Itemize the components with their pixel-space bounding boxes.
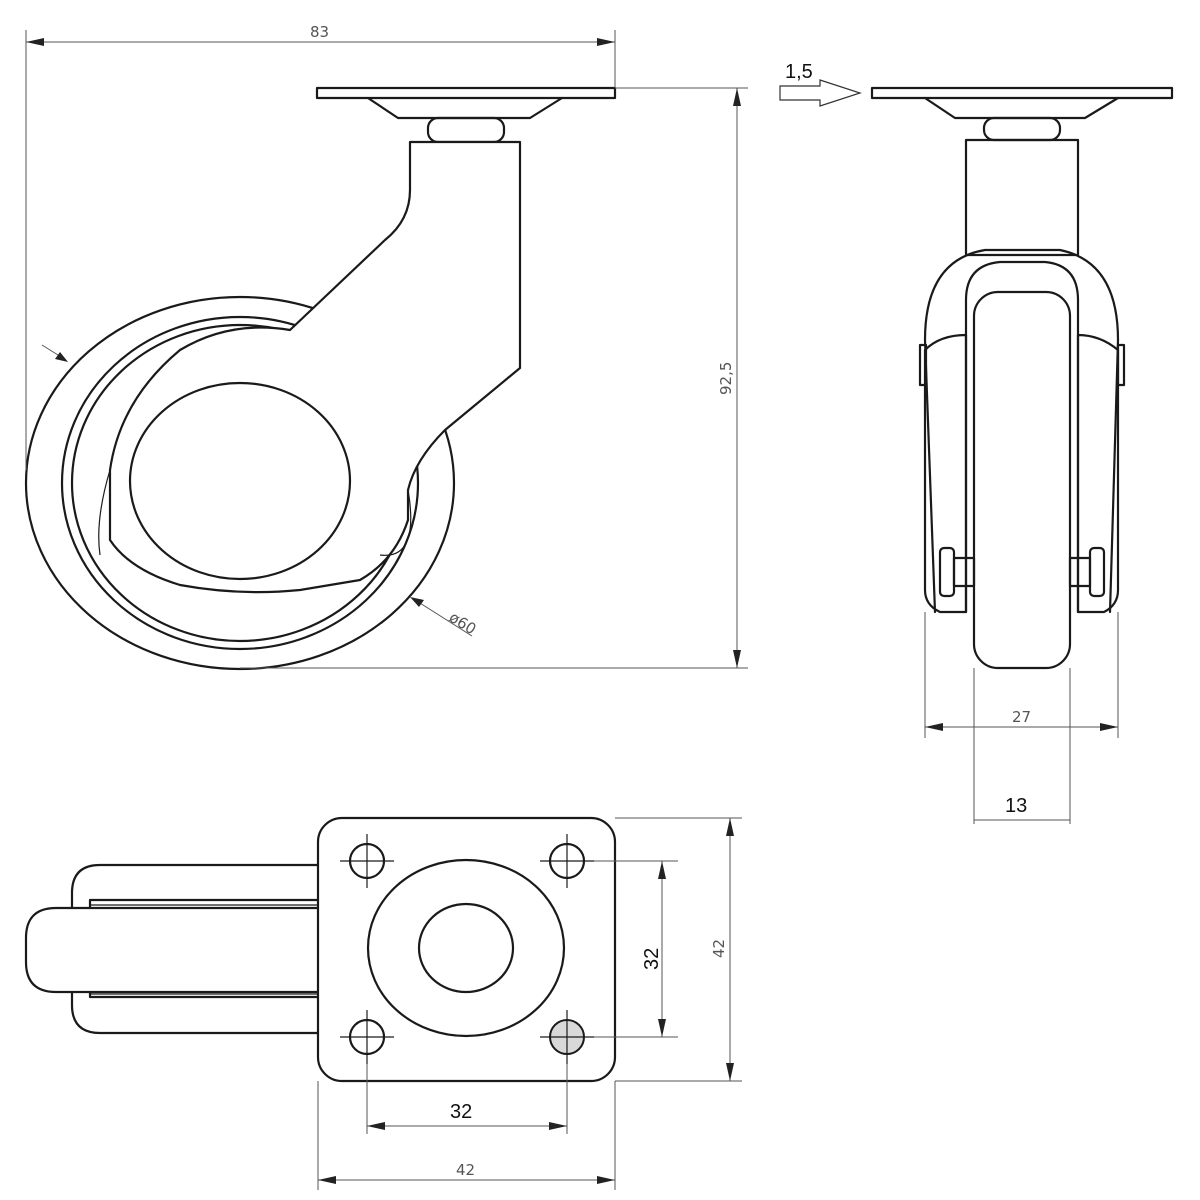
plate-offset-label: 1,5 — [785, 61, 813, 83]
plate-height-label: 42 — [710, 939, 728, 958]
top-plate-boss — [366, 858, 566, 1038]
side-swivel-bearing — [426, 116, 506, 144]
front-plate-boss — [923, 96, 1120, 120]
top-plate-center-hole — [417, 902, 515, 994]
front-wheel — [972, 290, 1072, 670]
dim-plate-height: 42 — [615, 817, 742, 1082]
front-mounting-plate — [870, 86, 1174, 100]
side-fork-inner-edge-left — [98, 469, 111, 556]
front-brake-left — [918, 343, 928, 387]
front-fork-bracket — [923, 248, 1120, 614]
overall-height-label: 92,5 — [717, 362, 735, 395]
plate-width-label: 42 — [456, 1161, 475, 1179]
dim-wheel-width: 13 — [973, 668, 1071, 824]
side-mounting-plate — [315, 86, 617, 100]
dim-hole-spacing-horizontal: 32 — [366, 1064, 568, 1134]
top-bolt-hole-bl — [340, 1010, 394, 1064]
front-side-plate-left — [923, 333, 968, 614]
side-diameter-leader — [411, 597, 473, 637]
front-axle-left — [952, 556, 976, 588]
side-fork-arm — [108, 140, 522, 594]
side-plate-boss — [366, 96, 564, 120]
hole-spacing-vertical-label: 32 — [641, 948, 663, 970]
side-tyre-arrow — [55, 352, 68, 362]
top-bolt-hole-br — [540, 1010, 594, 1064]
bracket-width-label: 27 — [1012, 708, 1031, 726]
front-brake-right — [1116, 343, 1126, 387]
offset-arrow — [779, 79, 862, 107]
top-bolt-hole-tr — [540, 834, 594, 888]
dim-plate-width: 42 — [317, 1081, 616, 1190]
front-stem — [964, 138, 1080, 257]
side-hub-opening — [128, 381, 352, 581]
front-side-plate-right — [1076, 333, 1120, 614]
top-bolt-hole-tl — [340, 834, 394, 888]
side-diameter-arrow — [410, 597, 424, 607]
dim-hole-spacing-vertical: 32 — [594, 860, 678, 1038]
front-axle-nut-left — [938, 546, 956, 598]
front-swivel-bearing — [982, 116, 1062, 142]
front-fork-inner — [964, 260, 1080, 614]
front-axle-right — [1068, 556, 1092, 588]
wheel-width-label: 13 — [1005, 795, 1027, 817]
dim-bracket-width: 27 — [924, 612, 1119, 738]
side-wheel-tyre — [24, 295, 456, 671]
side-view: ø60 — [24, 86, 617, 671]
side-wheel-rim — [60, 315, 420, 651]
front-view — [870, 86, 1174, 670]
top-wheel — [24, 906, 318, 994]
top-view — [24, 816, 617, 1083]
side-diameter-label: ø60 — [446, 608, 480, 638]
front-axle-nut-right — [1088, 546, 1106, 598]
dim-plate-offset: 1,5 — [779, 61, 862, 107]
hole-spacing-horizontal-label: 32 — [450, 1101, 472, 1123]
dim-overall-width: 83 — [25, 23, 616, 470]
side-fork-inner-edge — [379, 489, 412, 556]
dim-overall-height: 92,5 — [240, 87, 748, 669]
top-mounting-plate — [316, 816, 617, 1083]
overall-width-label: 83 — [310, 23, 329, 41]
